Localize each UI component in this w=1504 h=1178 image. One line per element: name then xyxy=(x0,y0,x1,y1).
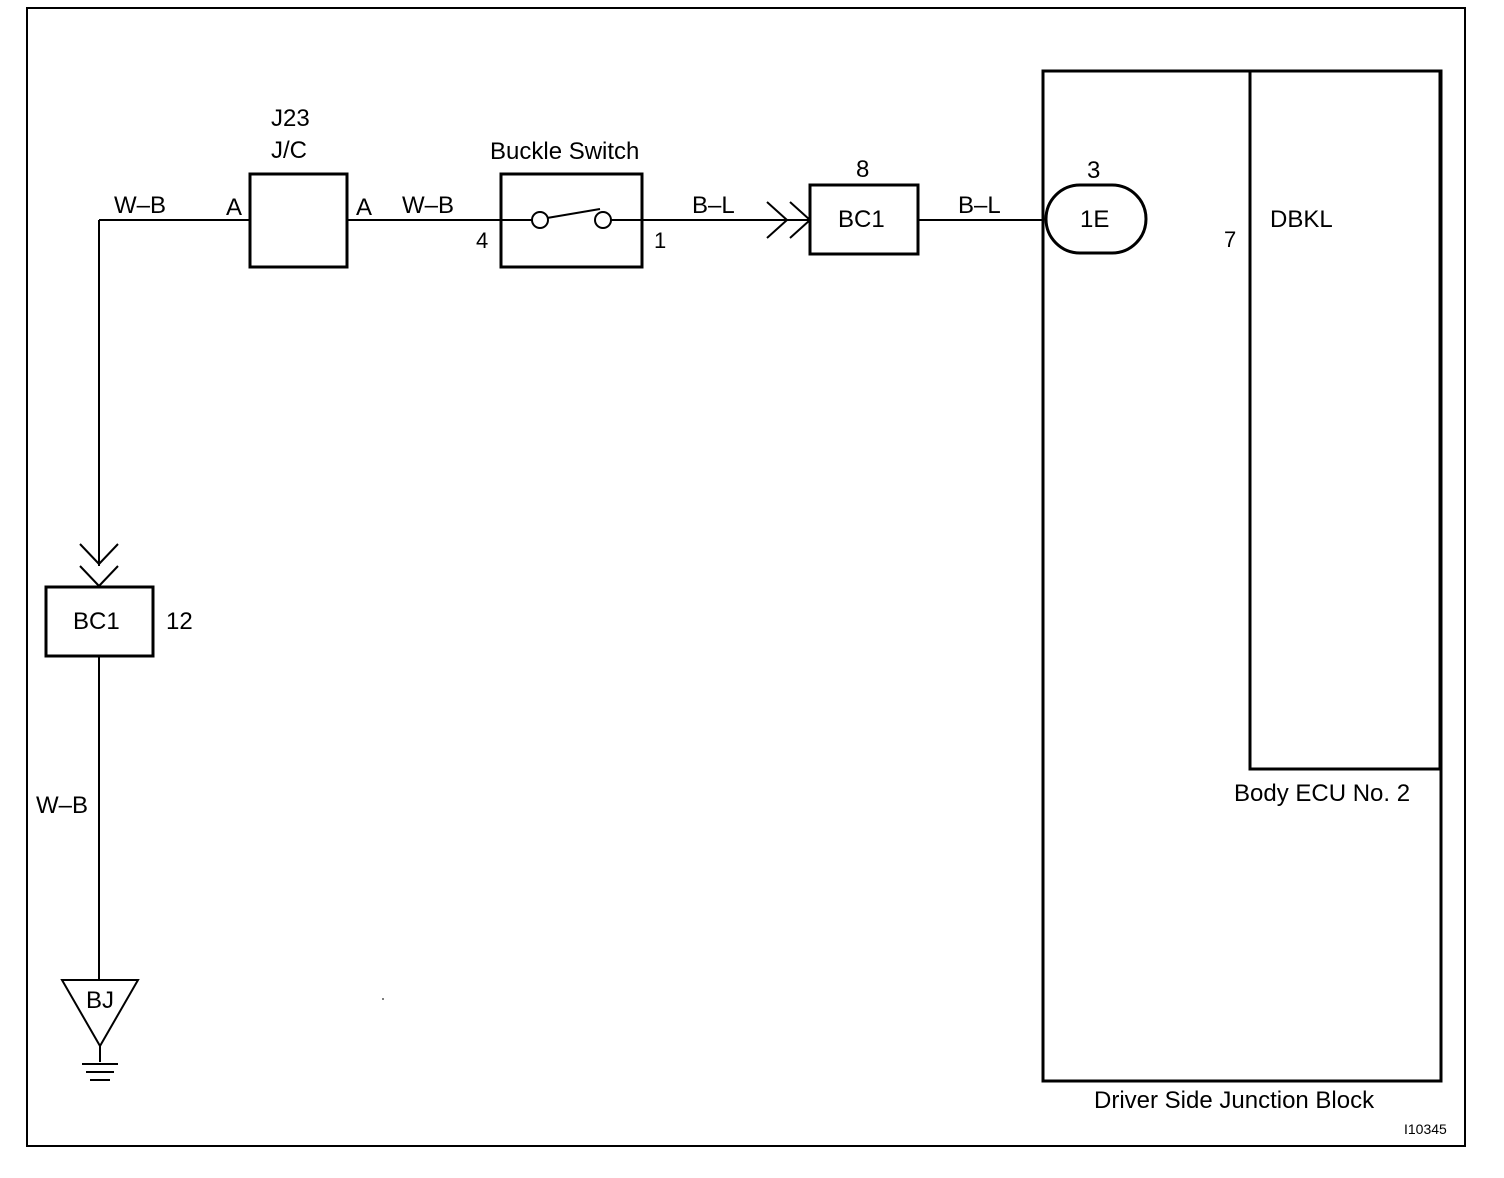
ground-triangle-icon xyxy=(60,979,140,1049)
terminal-1e-label: 1E xyxy=(1080,206,1109,233)
buckle-switch-title: Buckle Switch xyxy=(490,138,639,165)
junction-box xyxy=(248,172,349,269)
junction-block-title: Driver Side Junction Block xyxy=(1094,1087,1375,1114)
wire-label-b-l-1: B–L xyxy=(692,192,735,219)
junction-type: J/C xyxy=(271,137,307,164)
connector-top-label: BC1 xyxy=(838,206,885,233)
junction-id: J23 xyxy=(271,105,310,132)
wire-label-w-b-top-right: W–B xyxy=(402,192,454,219)
stray-dot xyxy=(382,998,384,1000)
wire-label-w-b-top-left: W–B xyxy=(114,192,166,219)
figure-id: I10345 xyxy=(1404,1121,1447,1137)
body-ecu-box xyxy=(1248,69,1442,771)
ecu-pin: 7 xyxy=(1224,227,1236,252)
switch-blade xyxy=(546,208,601,219)
connector-top-pin: 8 xyxy=(856,156,869,183)
connector-bc1-top-box xyxy=(808,183,920,256)
connector-arrow-down-upper xyxy=(79,543,119,566)
connector-bc1-left-box xyxy=(44,585,155,658)
connector-left-label: BC1 xyxy=(73,608,120,635)
junction-pin-right: A xyxy=(356,194,372,221)
junction-pin-left: A xyxy=(226,194,242,221)
terminal-1e-pin: 3 xyxy=(1087,157,1100,184)
connector-left-pin: 12 xyxy=(166,608,193,635)
wire-label-b-l-2: B–L xyxy=(958,192,1001,219)
connector-arrow-right-1 xyxy=(766,201,789,239)
switch-contact-left xyxy=(531,211,549,229)
ground-label: BJ xyxy=(86,987,114,1014)
buckle-switch-pin-in: 4 xyxy=(476,228,488,253)
switch-contact-right xyxy=(594,211,612,229)
buckle-switch-pin-out: 1 xyxy=(654,228,666,253)
diagram-frame xyxy=(26,7,1466,1147)
ecu-signal-label: DBKL xyxy=(1270,206,1333,233)
connector-arrow-down-lower xyxy=(79,565,119,588)
terminal-1e-oval xyxy=(1044,183,1148,255)
body-ecu-title: Body ECU No. 2 xyxy=(1234,780,1410,807)
wire-label-w-b-vertical: W–B xyxy=(36,792,88,819)
